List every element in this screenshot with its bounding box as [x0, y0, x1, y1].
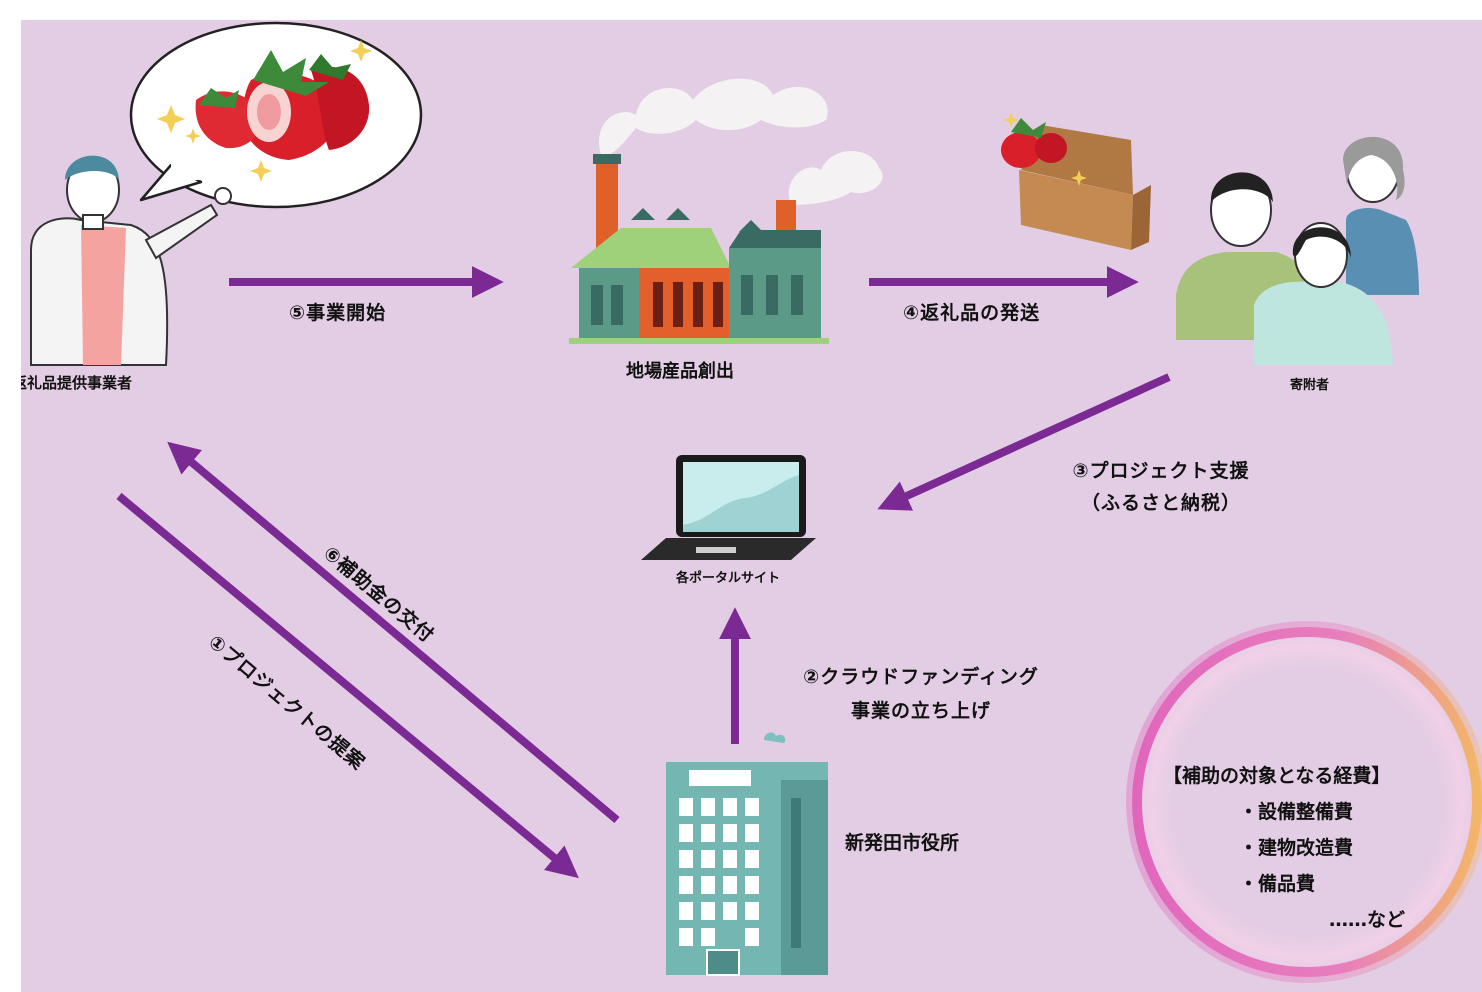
step2-label: ②クラウドファンディング 事業の立ち上げ — [761, 660, 1081, 728]
arrow-step1 — [116, 492, 579, 879]
factory-label: 地場産品創出 — [626, 361, 734, 382]
donor-label: 寄附者 — [1290, 378, 1330, 393]
step5-label: ⑤事業開始 — [289, 302, 387, 324]
strawberry-icon — [157, 40, 372, 182]
step3-line2: （ふるさと納税） — [1080, 492, 1241, 514]
provider-label: 返礼品提供事業者 — [21, 374, 133, 392]
subsidy-title: 【補助の対象となる経費】 — [1163, 765, 1391, 787]
step3-label: ③プロジェクト支援 （ふるさと納税） — [1041, 455, 1281, 519]
subsidy-panel: 【補助の対象となる経費】 ・設備整備費 ・建物改造費 ・備品費 ……など — [1163, 758, 1453, 938]
subsidy-item: ・設備整備費 — [1239, 801, 1354, 823]
diagram-canvas: 返礼品提供事業者 地場産品創出 寄附者 各ポータルサイト 新発田市役所 ⑤事業開… — [21, 20, 1482, 992]
person-icon — [30, 155, 232, 366]
office-building-icon — [666, 732, 828, 976]
arrow-step3 — [877, 373, 1171, 511]
step4-label: ④返礼品の発送 — [903, 302, 1041, 324]
subsidy-etc: ……など — [1328, 909, 1405, 931]
diagram-drawing — [30, 21, 1482, 983]
subsidy-item: ・備品費 — [1239, 873, 1316, 895]
portal-label: 各ポータルサイト — [676, 571, 781, 586]
arrow-step6 — [167, 441, 620, 824]
subsidy-item: ・建物改造費 — [1239, 837, 1354, 859]
step2-line2: 事業の立ち上げ — [850, 700, 991, 722]
family-icon — [1176, 136, 1419, 365]
step2-line1: ②クラウドファンディング — [803, 666, 1039, 688]
treasure-box-icon — [1001, 112, 1151, 250]
city-office-label: 新発田市役所 — [845, 832, 960, 854]
laptop-icon — [641, 455, 816, 560]
step3-line1: ③プロジェクト支援 — [1072, 460, 1250, 482]
factory-icon — [569, 78, 883, 344]
subsidy-ring — [1126, 621, 1482, 983]
